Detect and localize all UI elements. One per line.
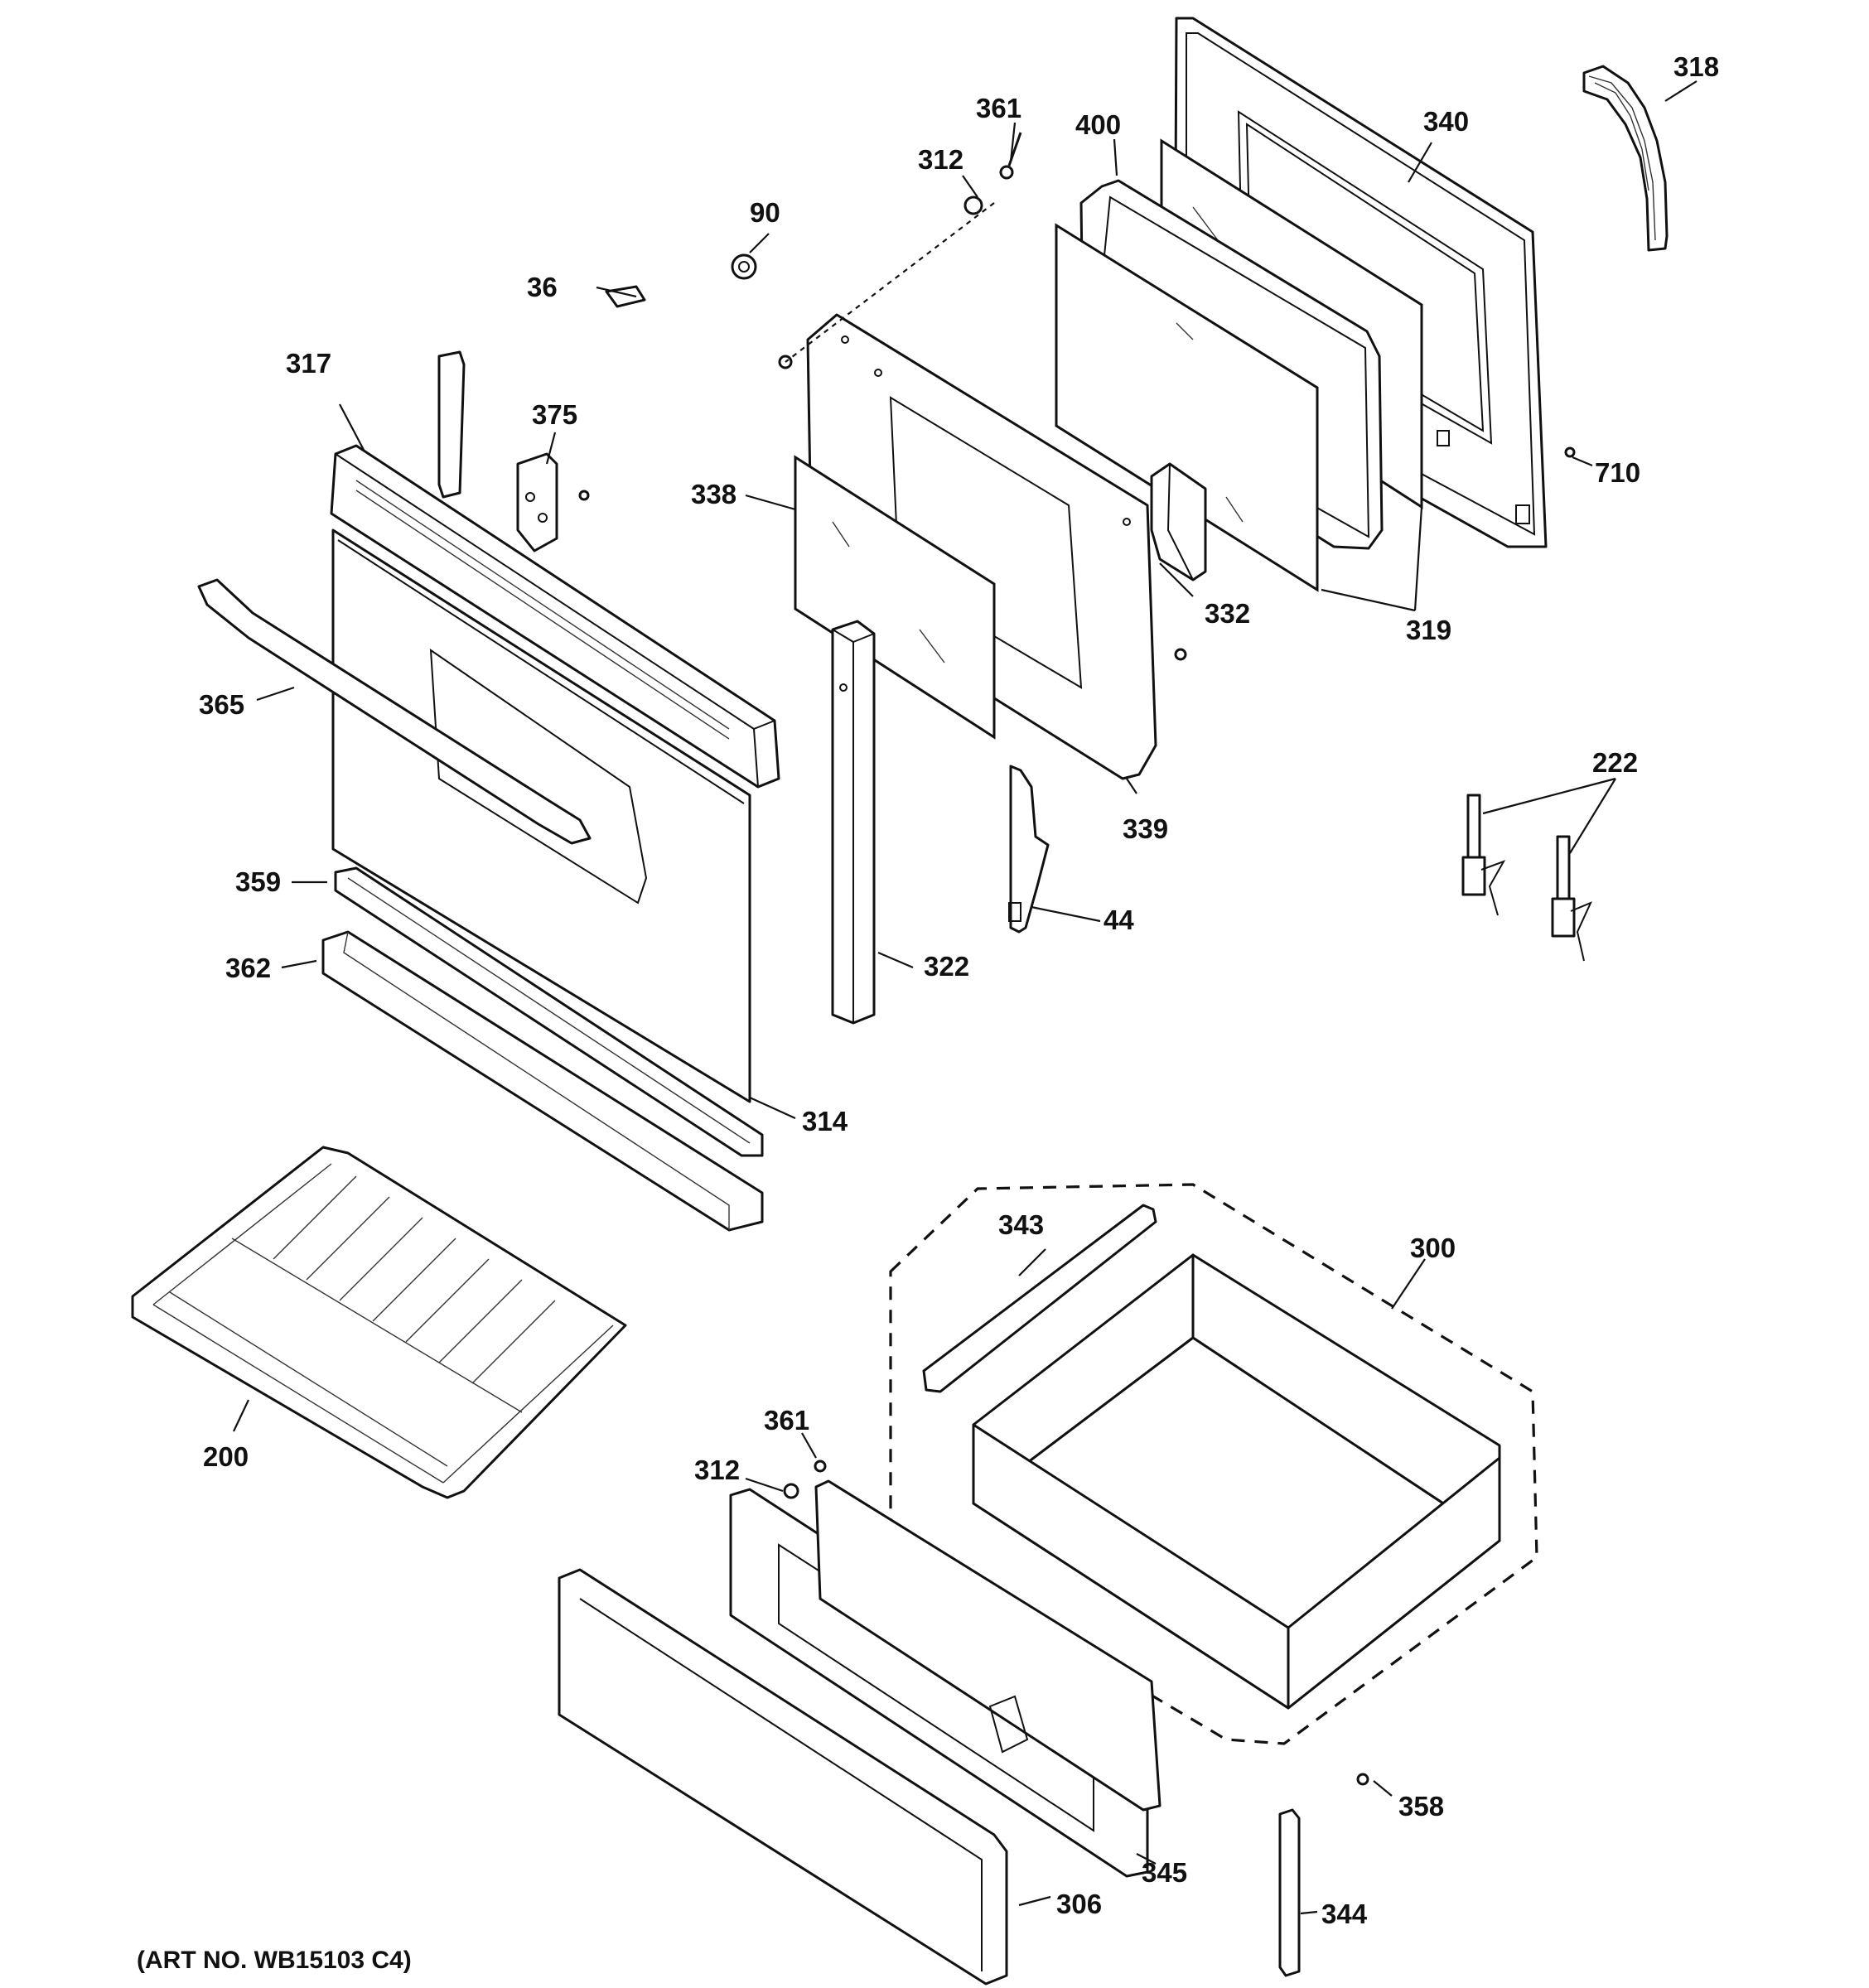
label-338: 338 bbox=[691, 479, 736, 509]
part-300-drawer-box bbox=[972, 1253, 1501, 1710]
fasteners bbox=[578, 132, 1576, 1786]
label-90: 90 bbox=[750, 197, 780, 228]
part-375-bracket bbox=[516, 452, 558, 552]
part-343-drawer-rail bbox=[922, 1204, 1157, 1393]
label-362: 362 bbox=[225, 953, 271, 983]
label-317: 317 bbox=[286, 348, 331, 379]
label-44: 44 bbox=[1104, 905, 1134, 935]
art-number: (ART NO. WB15103 C4) bbox=[137, 1947, 412, 1974]
label-345: 345 bbox=[1142, 1857, 1187, 1888]
label-344: 344 bbox=[1321, 1899, 1368, 1929]
label-358: 358 bbox=[1398, 1791, 1444, 1822]
part-359-bottom-trim bbox=[334, 866, 764, 1157]
label-361-top: 361 bbox=[976, 93, 1021, 123]
label-322: 322 bbox=[924, 951, 969, 982]
part-322-door-channel bbox=[831, 620, 876, 1025]
label-222: 222 bbox=[1592, 747, 1638, 778]
label-312-bottom: 312 bbox=[694, 1455, 740, 1485]
part-365-door-handle bbox=[197, 578, 592, 845]
part-44-hinge bbox=[1008, 765, 1050, 934]
label-319: 319 bbox=[1406, 615, 1451, 645]
label-359: 359 bbox=[235, 866, 281, 897]
label-710: 710 bbox=[1595, 457, 1640, 488]
label-332: 332 bbox=[1205, 598, 1250, 629]
label-365: 365 bbox=[199, 689, 244, 720]
part-labels: 318 361 400 340 312 90 36 317 375 710 33… bbox=[199, 51, 1719, 1929]
label-318: 318 bbox=[1673, 51, 1719, 82]
label-312-top: 312 bbox=[918, 144, 963, 175]
part-344-bracket bbox=[1278, 1808, 1301, 1977]
label-300: 300 bbox=[1410, 1233, 1456, 1263]
label-361-bottom: 361 bbox=[764, 1405, 809, 1436]
leader-lines bbox=[233, 80, 1698, 1915]
part-339-door-inner-panel bbox=[806, 313, 1157, 780]
label-400: 400 bbox=[1075, 109, 1121, 140]
label-314: 314 bbox=[802, 1106, 848, 1136]
part-345-drawer-front-frame bbox=[729, 1479, 1161, 1878]
label-36: 36 bbox=[527, 272, 558, 302]
part-200-oven-rack bbox=[131, 1146, 627, 1499]
label-339: 339 bbox=[1123, 813, 1168, 844]
label-200: 200 bbox=[203, 1441, 249, 1472]
part-317-side-bracket bbox=[437, 350, 466, 499]
part-318-gasket bbox=[1582, 65, 1669, 252]
part-362-kick-plate bbox=[321, 930, 764, 1232]
part-317-door-top-trim bbox=[330, 444, 780, 789]
part-319-inner-glass-a bbox=[1055, 223, 1319, 592]
part-332-bracket bbox=[1150, 462, 1207, 581]
label-340: 340 bbox=[1423, 106, 1469, 137]
part-306-drawer-panel bbox=[558, 1568, 1008, 1986]
label-306: 306 bbox=[1056, 1889, 1102, 1919]
label-343: 343 bbox=[998, 1209, 1044, 1240]
label-375: 375 bbox=[532, 399, 577, 430]
part-338-window-glass bbox=[794, 455, 996, 740]
part-222-igniters bbox=[1461, 794, 1592, 962]
